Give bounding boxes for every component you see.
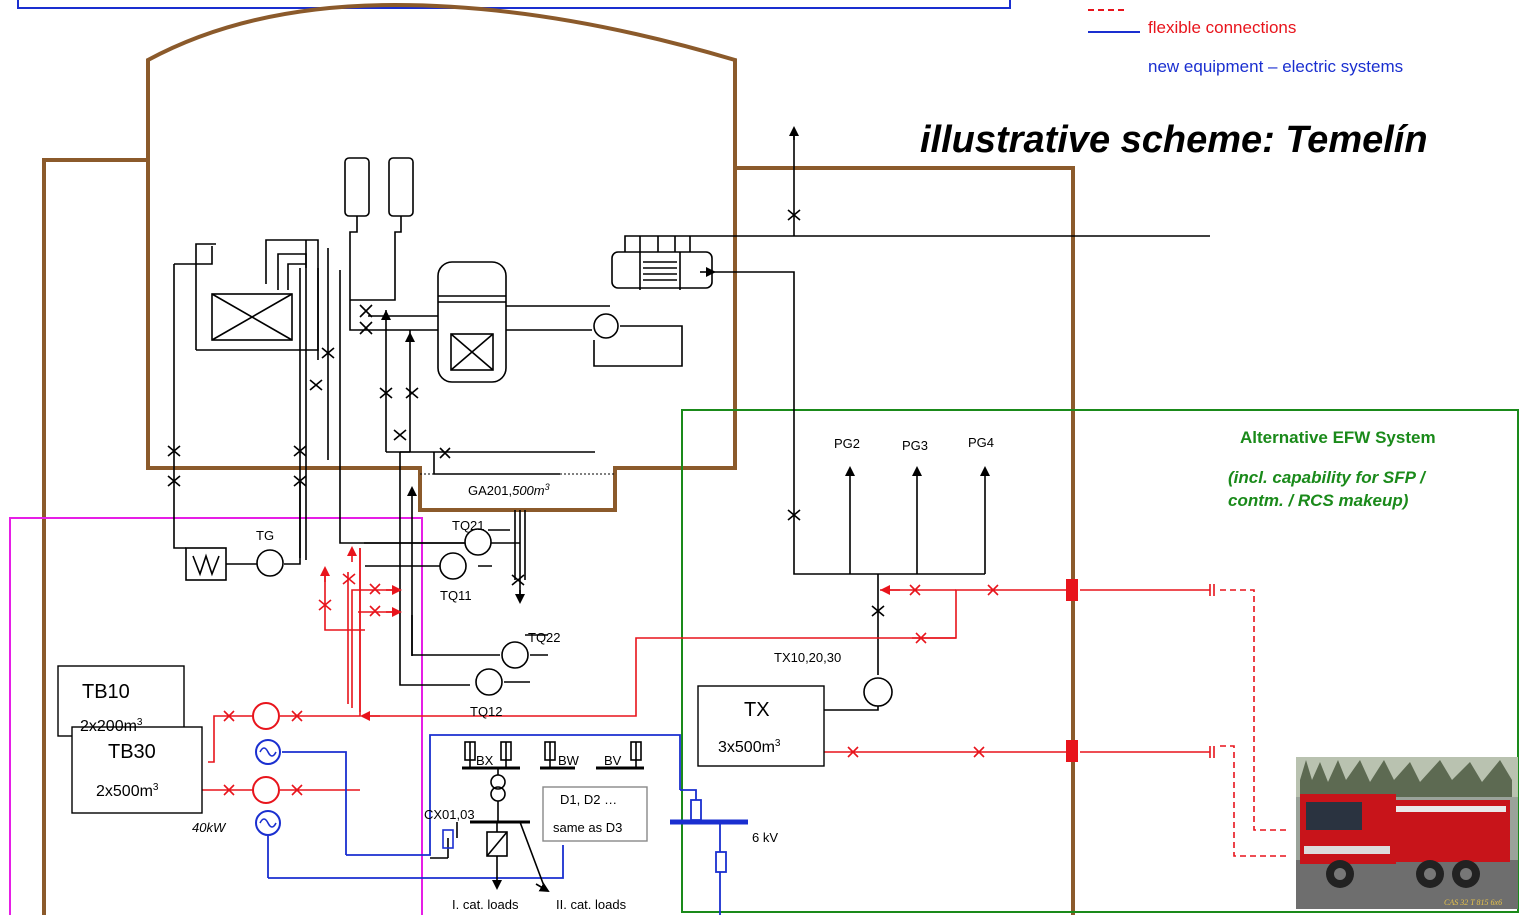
generator-symbols: [259, 747, 277, 828]
generators: [255, 739, 281, 836]
label-power: 40kW: [192, 820, 227, 835]
top-blue-frame: [17, 0, 1011, 9]
penetration-lower: [1066, 740, 1078, 762]
penetration-upper: [1066, 579, 1078, 601]
legend-flexible-text: flexible connections: [1148, 18, 1296, 37]
efw-subtitle-line2: contm. / RCS makeup): [1228, 491, 1409, 510]
label-pg4: PG4: [968, 435, 994, 450]
efw-frame: [681, 409, 1519, 913]
red-valves: [223, 573, 1215, 796]
tx-tank: [697, 685, 825, 767]
fire-truck-photo: CAS 32 T 815 6x6: [1296, 757, 1518, 909]
label-tq12: TQ12: [470, 704, 503, 719]
scheme-title: illustrative scheme: Temelín: [920, 119, 1428, 161]
label-cat2: II. cat. loads: [556, 897, 627, 912]
primary-pumps: [256, 313, 893, 707]
label-bw: BW: [558, 753, 580, 768]
truck-caption: CAS 32 T 815 6x6: [1444, 898, 1502, 907]
label-tx-volume: 3x500m3: [718, 738, 781, 756]
efw-title: Alternative EFW System: [1240, 428, 1436, 447]
primary-valves: [167, 209, 885, 617]
primary-piping: [173, 126, 1210, 711]
label-ga201: GA201,500m3: [468, 482, 550, 498]
label-tg: TG: [256, 528, 274, 543]
label-bx: BX: [476, 753, 494, 768]
label-6kv: 6 kV: [752, 830, 778, 845]
label-tq22: TQ22: [528, 630, 561, 645]
label-d-line1: D1, D2 …: [560, 792, 617, 807]
label-tx: TX: [744, 699, 770, 721]
label-tb30-volume: 2x500m3: [96, 782, 159, 800]
legend-electric-text: new equipment – electric systems: [1148, 57, 1403, 76]
label-cx: CX01,03: [424, 807, 475, 822]
containment-outline: [42, 2, 1075, 915]
label-tq21: TQ21: [452, 518, 485, 533]
efw-subtitle-line1: (incl. capability for SFP /: [1228, 468, 1427, 487]
label-tq11: TQ11: [440, 588, 472, 603]
magenta-frame: [9, 517, 423, 915]
distribution: [430, 741, 644, 893]
label-tx-system: TX10,20,30: [774, 650, 841, 665]
label-bv: BV: [604, 753, 622, 768]
legend: flexible connections new equipment – ele…: [1088, 9, 1403, 76]
flexible-connections: [1220, 589, 1290, 857]
label-pg3: PG3: [902, 438, 928, 453]
label-tb10-volume: 2x200m3: [80, 717, 143, 735]
label-pg2: PG2: [834, 436, 860, 451]
d-box: [542, 786, 648, 842]
tb30-tank: [71, 726, 203, 814]
red-pumps: [252, 702, 280, 804]
label-d-line2: same as D3: [553, 820, 622, 835]
label-tb10: TB10: [82, 681, 130, 703]
label-tb30: TB30: [108, 741, 156, 763]
electric-systems: [267, 734, 748, 915]
label-cat1: I. cat. loads: [452, 897, 519, 912]
